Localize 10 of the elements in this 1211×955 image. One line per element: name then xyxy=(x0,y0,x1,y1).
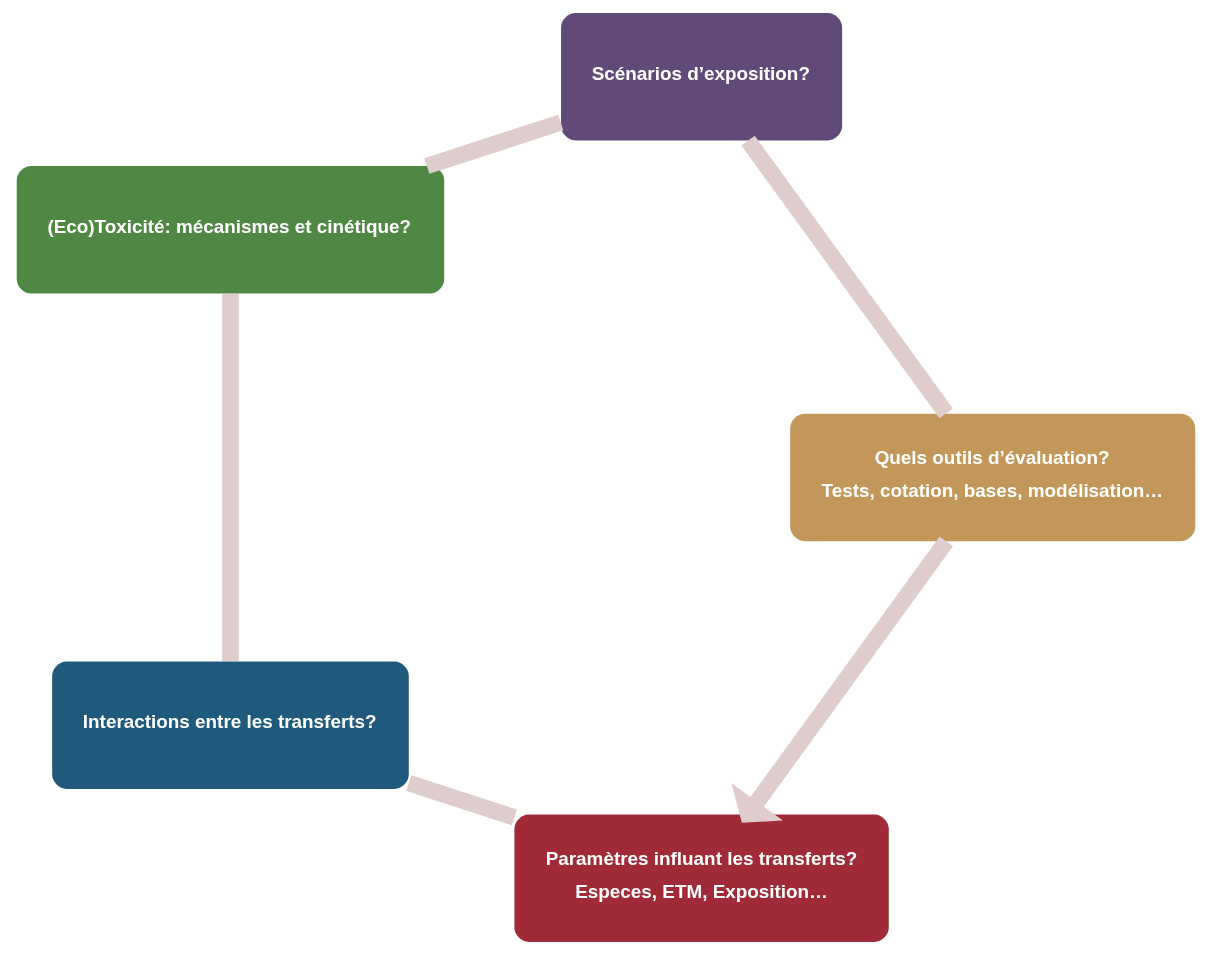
node-box: Scénarios d’exposition? xyxy=(560,13,842,141)
connector xyxy=(221,293,239,661)
connector xyxy=(423,114,563,174)
node-box: Paramètres influant les transferts? Especes, ETM, Exposition… xyxy=(513,814,889,942)
connector xyxy=(405,775,517,826)
node-box: Quels outils d’évaluation? Tests, cotation, bases, modélisation… xyxy=(789,413,1195,542)
node-box: (Eco)Toxicité: mécanismes et cinétique? xyxy=(16,166,444,294)
node-box: Interactions entre les transferts? xyxy=(51,661,409,789)
arrow xyxy=(730,536,953,823)
connector xyxy=(740,135,953,419)
